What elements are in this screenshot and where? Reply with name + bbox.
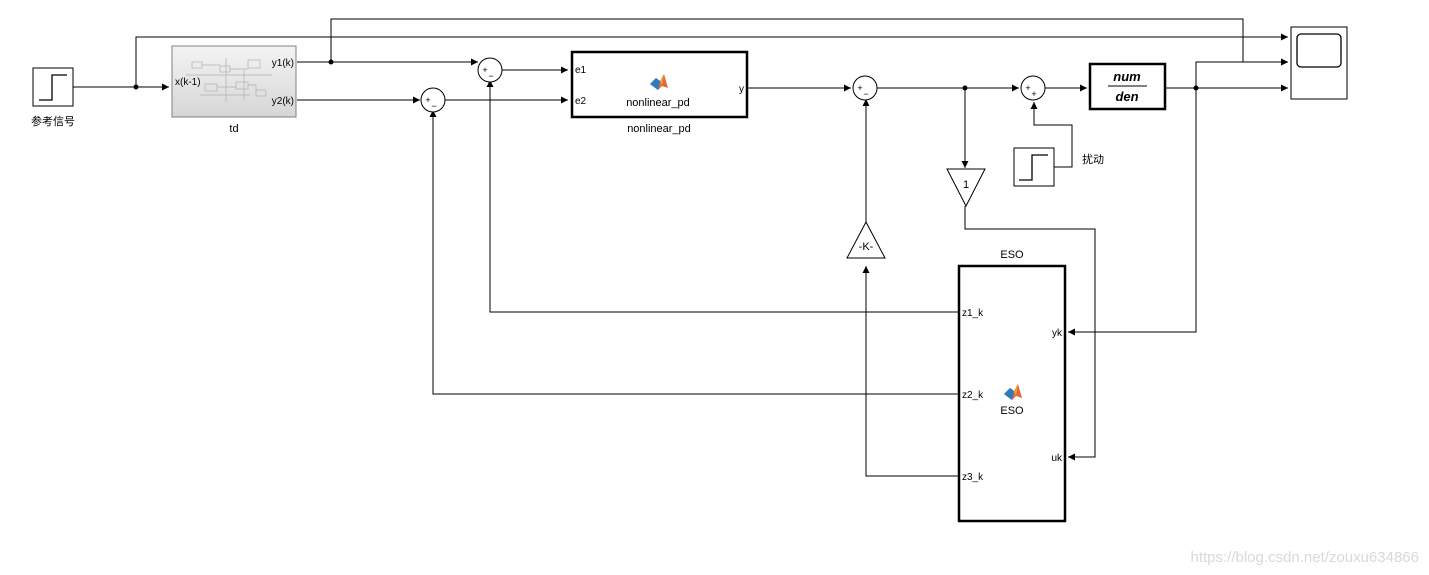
branch-point <box>962 85 968 91</box>
pd-input-e2: e2 <box>575 96 587 107</box>
subsystem-preview-icon <box>186 58 272 102</box>
wire-z1-to-sum1[interactable] <box>486 80 958 313</box>
sum-block-3[interactable]: + − <box>852 75 878 101</box>
sum-plus-sign: + <box>1031 89 1036 99</box>
disturbance-label: 扰动 <box>1082 152 1104 166</box>
reference-step-block[interactable] <box>32 67 74 107</box>
transfer-function-block[interactable]: num den <box>1088 62 1167 111</box>
gainK-value: -K- <box>859 241 874 253</box>
gain1-value: 1 <box>963 179 969 191</box>
signal-lines <box>73 18 1288 477</box>
eso-output-z2: z2_k <box>962 390 984 401</box>
td-block-name: td <box>229 123 238 135</box>
pd-block-caption: nonlinear_pd <box>627 123 691 135</box>
td-input-port: x(k-1) <box>175 77 201 88</box>
eso-output-z3: z3_k <box>962 472 984 483</box>
pd-inner-name: nonlinear_pd <box>626 97 690 109</box>
td-output-port-2: y2(k) <box>272 96 294 107</box>
pd-input-e1: e1 <box>575 65 587 76</box>
wire-dist-to-sum4[interactable] <box>1030 102 1073 168</box>
td-subsystem-block[interactable]: x(k-1) y1(k) y2(k) <box>171 45 297 118</box>
sum-minus-sign: − <box>863 89 868 99</box>
scope-block[interactable] <box>1290 26 1348 100</box>
nonlinear-pd-block[interactable]: e1 e2 y nonlinear_pd <box>570 50 749 119</box>
gain-block-k[interactable]: -K- <box>846 220 886 259</box>
eso-input-uk: uk <box>1051 453 1063 464</box>
td-output-port-1: y1(k) <box>272 58 294 69</box>
sum-plus-sign: + <box>857 83 862 93</box>
watermark: https://blog.csdn.net/zouxu634866 <box>1190 549 1419 566</box>
sum-block-4[interactable]: + + <box>1020 75 1046 101</box>
step-icon <box>39 74 67 101</box>
wire-y-to-yk[interactable] <box>1068 88 1197 336</box>
matlab-logo-icon <box>650 74 668 90</box>
wire-y-to-scope[interactable] <box>1195 58 1288 88</box>
wire-y1-to-scope[interactable] <box>330 18 1288 66</box>
wire-z3-to-gainK[interactable] <box>862 266 958 477</box>
pd-output-y: y <box>739 84 744 95</box>
wire-ref-to-scope[interactable] <box>135 33 1288 87</box>
tf-denominator: den <box>1115 89 1138 104</box>
gain-block-1[interactable]: 1 <box>946 168 986 208</box>
eso-inner-name: ESO <box>1000 405 1024 417</box>
sum-plus-sign: + <box>482 65 487 75</box>
sum-block-2[interactable]: + − <box>420 87 446 113</box>
disturbance-step-block[interactable] <box>1013 147 1055 187</box>
branch-point <box>1193 85 1199 91</box>
matlab-logo-icon <box>1004 384 1022 400</box>
sum-minus-sign: − <box>431 101 436 111</box>
eso-block[interactable]: z1_k z2_k z3_k yk uk ESO <box>957 264 1067 523</box>
scope-screen-icon <box>1296 33 1342 68</box>
sum-plus-sign: + <box>1025 83 1030 93</box>
eso-title: ESO <box>1000 249 1024 261</box>
sum-minus-sign: − <box>488 71 493 81</box>
eso-output-z1: z1_k <box>962 308 984 319</box>
reference-label: 参考信号 <box>31 114 75 128</box>
branch-point <box>133 84 139 90</box>
tf-numerator: num <box>1113 69 1141 84</box>
sum-plus-sign: + <box>425 95 430 105</box>
sum-block-1[interactable]: + − <box>477 57 503 83</box>
wire-gain1-to-uk[interactable] <box>964 206 1096 461</box>
branch-point <box>328 59 334 65</box>
eso-input-yk: yk <box>1052 328 1063 339</box>
wire-z2-to-sum2[interactable] <box>429 110 958 395</box>
step-icon <box>1019 154 1048 181</box>
